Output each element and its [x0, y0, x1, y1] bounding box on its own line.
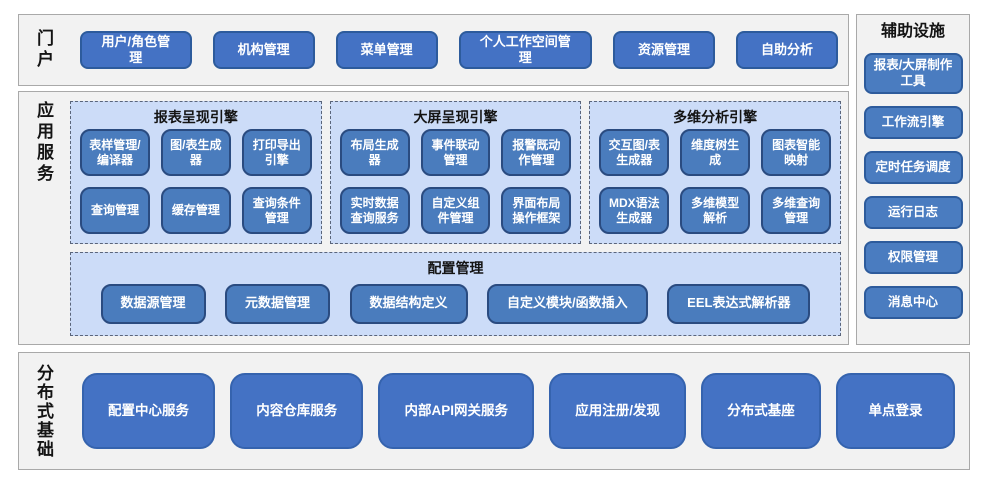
engine-block: 图/表生成器	[160, 129, 231, 176]
engine-block: 实时数据查询服务	[339, 187, 410, 234]
engine-block: 自定义组件管理	[420, 187, 491, 234]
config-block: 自定义模块/函数插入	[487, 283, 648, 324]
aux-block: 定时任务调度	[863, 151, 963, 185]
distributed-block: 内容仓库服务	[230, 373, 364, 449]
aux-block: 消息中心	[863, 286, 963, 320]
config-title: 配置管理	[427, 260, 484, 276]
config-block: 数据结构定义	[349, 283, 468, 324]
report-engine-box: 报表呈现引擎 表样管理/编译器图/表生成器打印导出引擎查询管理缓存管理查询条件管…	[70, 101, 322, 244]
portal-section: 门户 用户/角色管理机构管理菜单管理个人工作空间管理资源管理自助分析	[18, 14, 849, 86]
olap-engine-box: 多维分析引擎 交互图/表生成器维度树生成图表智能映射 MDX语法生成器多维模型解析…	[589, 101, 842, 244]
top-area: 门户 用户/角色管理机构管理菜单管理个人工作空间管理资源管理自助分析 应用服务 …	[18, 14, 970, 345]
engine-block: 表样管理/编译器	[80, 129, 150, 176]
portal-section-label: 门户	[34, 29, 53, 71]
engine-title: 报表呈现引擎	[153, 109, 238, 125]
portal-block: 个人工作空间管理	[458, 31, 592, 69]
portal-button-row: 用户/角色管理机构管理菜单管理个人工作空间管理资源管理自助分析	[80, 31, 838, 69]
engine-button-grid: 交互图/表生成器维度树生成图表智能映射 MDX语法生成器多维模型解析多维查询管理	[599, 129, 832, 234]
engine-block: 事件联动管理	[420, 129, 491, 176]
engine-block: 多维模型解析	[680, 187, 751, 234]
engine-block: 交互图/表生成器	[599, 129, 670, 176]
engine-title: 大屏呈现引擎	[413, 109, 498, 125]
aux-facilities-panel: 辅助设施 报表/大屏制作工具工作流引擎定时任务调度运行日志权限管理消息中心	[856, 14, 970, 345]
distributed-block: 配置中心服务	[82, 373, 215, 449]
aux-block: 工作流引擎	[863, 106, 963, 140]
distributed-block: 分布式基座	[701, 373, 821, 449]
engine-block: 查询管理	[80, 187, 150, 234]
engine-block: 维度树生成	[680, 129, 751, 176]
portal-block: 自助分析	[736, 31, 838, 69]
engine-block: 打印导出引擎	[241, 129, 312, 176]
aux-block: 报表/大屏制作工具	[863, 53, 963, 95]
portal-block: 菜单管理	[335, 31, 438, 69]
app-services-section: 应用服务 报表呈现引擎 表样管理/编译器图/表生成器打印导出引擎查询管理缓存管理…	[18, 91, 849, 345]
config-block: 数据源管理	[100, 283, 206, 324]
distributed-foundation-section: 分布式基础 配置中心服务内容仓库服务内部API网关服务应用注册/发现分布式基座单…	[18, 352, 970, 470]
distributed-section-label: 分布式基础	[34, 363, 53, 459]
app-services-section-label: 应用服务	[34, 101, 53, 185]
portal-block: 机构管理	[212, 31, 315, 69]
engine-button-grid: 布局生成器事件联动管理报警既动作管理实时数据查询服务自定义组件管理界面布局操作框…	[339, 129, 572, 234]
engine-block: 缓存管理	[160, 187, 231, 234]
distributed-button-row: 配置中心服务内容仓库服务内部API网关服务应用注册/发现分布式基座单点登录	[82, 373, 955, 449]
aux-block: 权限管理	[863, 241, 963, 275]
distributed-block: 应用注册/发现	[549, 373, 686, 449]
config-block: 元数据管理	[225, 283, 331, 324]
engine-title: 多维分析引擎	[673, 109, 758, 125]
engine-button-grid: 表样管理/编译器图/表生成器打印导出引擎查询管理缓存管理查询条件管理	[80, 129, 312, 234]
config-block: EEL表达式解析器	[667, 283, 811, 324]
engine-block: 布局生成器	[339, 129, 410, 176]
aux-facilities-title: 辅助设施	[880, 23, 945, 40]
app-services-content: 报表呈现引擎 表样管理/编译器图/表生成器打印导出引擎查询管理缓存管理查询条件管…	[70, 101, 842, 336]
engine-block: 界面布局操作框架	[501, 187, 572, 234]
engine-block: 图表智能映射	[761, 129, 832, 176]
main-column: 门户 用户/角色管理机构管理菜单管理个人工作空间管理资源管理自助分析 应用服务 …	[18, 14, 849, 345]
portal-block: 用户/角色管理	[80, 31, 192, 69]
engine-row: 报表呈现引擎 表样管理/编译器图/表生成器打印导出引擎查询管理缓存管理查询条件管…	[70, 101, 842, 244]
bigscreen-engine-box: 大屏呈现引擎 布局生成器事件联动管理报警既动作管理实时数据查询服务自定义组件管理…	[329, 101, 582, 244]
distributed-block: 内部API网关服务	[378, 373, 534, 449]
engine-block: MDX语法生成器	[599, 187, 670, 234]
config-management-box: 配置管理 数据源管理元数据管理数据结构定义自定义模块/函数插入 EEL表达式解析器	[70, 252, 841, 336]
config-button-row: 数据源管理元数据管理数据结构定义自定义模块/函数插入 EEL表达式解析器	[81, 280, 830, 327]
portal-block: 资源管理	[613, 31, 715, 69]
distributed-block: 单点登录	[835, 373, 955, 449]
aux-block: 运行日志	[863, 196, 963, 230]
engine-block: 多维查询管理	[761, 187, 832, 234]
engine-block: 报警既动作管理	[501, 129, 572, 176]
engine-block: 查询条件管理	[241, 187, 312, 234]
